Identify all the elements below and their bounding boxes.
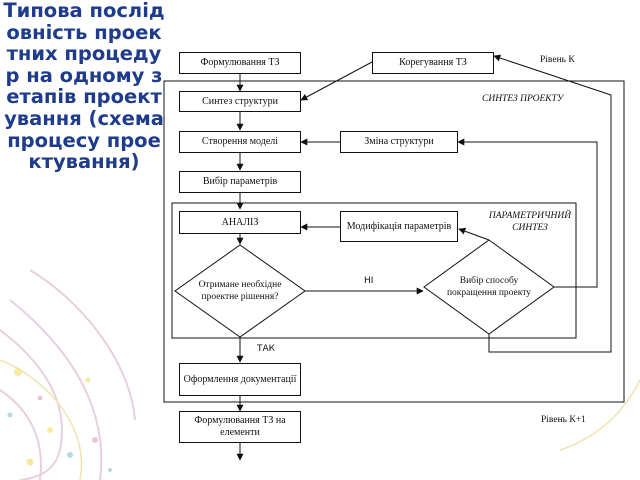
project-synthesis-frame xyxy=(163,80,625,403)
correction-tz-box: Корегування ТЗ xyxy=(372,52,494,74)
decision-diamond-label: Отримане необхідне проектне рішення? xyxy=(198,280,282,302)
level-k1-label: Рівень К+1 xyxy=(541,415,586,425)
synthesis-structure-box: Синтез структури xyxy=(179,91,301,112)
structure-change-box: Зміна структури xyxy=(340,131,458,153)
level-k-label: Рівень К xyxy=(540,55,575,65)
formulation-tz-box: Формулювання ТЗ xyxy=(179,52,301,74)
parameter-choice-box: Вибір параметрів xyxy=(179,171,301,193)
yes-label: ТАК xyxy=(257,344,276,354)
slide-title: Типова послідовність проектних процедур … xyxy=(3,0,165,174)
tz-elements-box: Формулювання ТЗ на елементи xyxy=(179,411,301,443)
no-label: НІ xyxy=(364,276,374,286)
parametric-synthesis-frame xyxy=(171,202,577,339)
documentation-box: Оформлення документації xyxy=(179,363,301,396)
project-synthesis-label: СИНТЕЗ ПРОЕКТУ xyxy=(482,94,564,104)
improvement-diamond-label: Вибір способу покращення проекту xyxy=(446,276,532,298)
parametric-synthesis-label: ПАРАМЕТРИЧНИЙ СИНТЕЗ xyxy=(488,211,572,233)
param-modification-box: Модифікація параметрів xyxy=(340,211,458,242)
analysis-box: АНАЛІЗ xyxy=(179,211,301,234)
model-creation-box: Створення моделі xyxy=(179,131,301,153)
